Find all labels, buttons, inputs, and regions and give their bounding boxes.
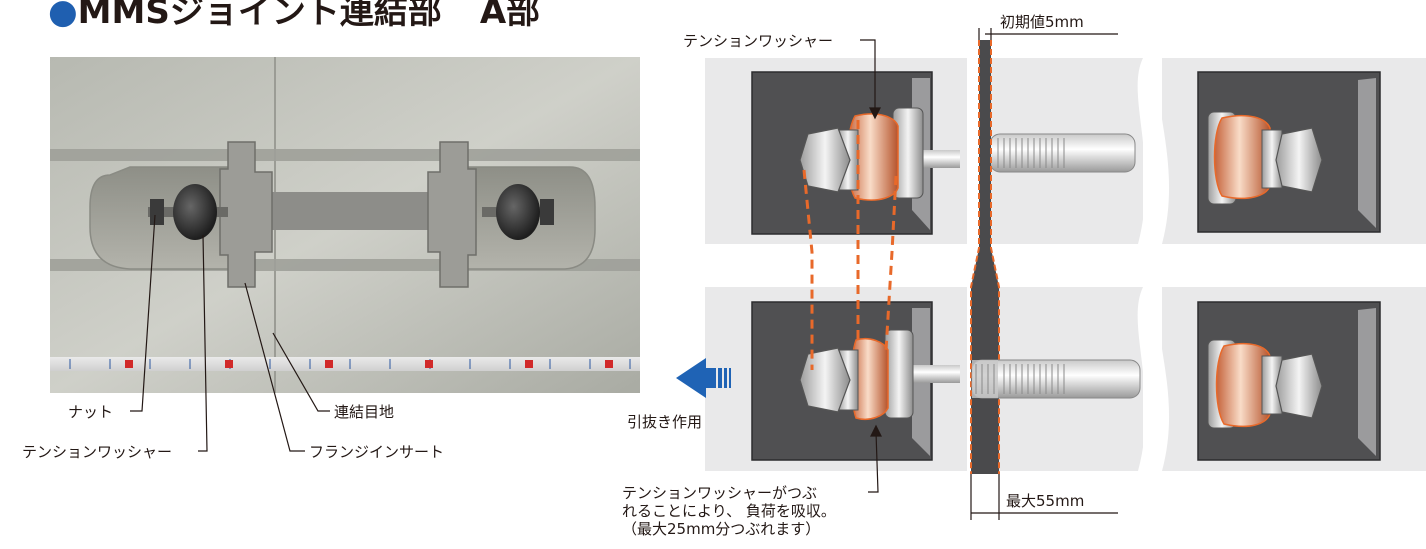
connector-bar	[265, 192, 445, 230]
hexnut-bottom-left	[799, 347, 851, 413]
dashed-line-3	[884, 175, 898, 351]
right-nut	[540, 199, 554, 225]
note-line-3: （最大25mm分つぶれます）	[622, 520, 821, 538]
left-flange	[219, 141, 273, 288]
measuring-tape	[50, 357, 640, 371]
bullet-dot-icon: ●	[48, 0, 78, 32]
left-nut	[150, 199, 164, 225]
label-max-gap: 最大55mm	[1006, 492, 1085, 510]
leader-tension-washer	[198, 234, 208, 452]
label-nut: ナット	[68, 403, 114, 421]
leader-flange-insert	[244, 282, 305, 452]
page-title: ●MMSジョイント連結部 A部	[48, 0, 540, 33]
leader-tension-washer-top	[860, 39, 876, 112]
right-flange	[427, 141, 477, 288]
hexnut-bottom-right	[1275, 353, 1323, 419]
label-pull-out: 引抜き作用	[627, 413, 703, 431]
washer-bottom-right	[1215, 342, 1271, 428]
label-initial-value: 初期値5mm	[1000, 13, 1084, 31]
title-section: A部	[479, 0, 541, 32]
right-washer	[496, 184, 540, 240]
hexnut-top-right	[1275, 127, 1323, 193]
rod-top	[989, 133, 1136, 173]
label-joint: 連結目地	[334, 403, 395, 421]
pull-out-arrow-icon	[676, 358, 731, 398]
washer-top-right	[1213, 114, 1271, 200]
title-text: MMSジョイント連結部	[77, 0, 442, 32]
label-tension-washer: テンションワッシャー	[22, 443, 173, 461]
label-flange-insert: フランジインサート	[309, 443, 445, 461]
leader-note	[868, 431, 879, 493]
leader-joint	[272, 332, 330, 412]
note-line-1: テンションワッシャーがつぶ	[622, 484, 818, 502]
leader-nut	[130, 214, 156, 412]
hexnut-top-left	[799, 127, 851, 193]
dashed-line-1	[802, 169, 814, 370]
joint-photo	[50, 57, 640, 393]
label-tension-washer-top: テンションワッシャー	[683, 32, 834, 50]
left-washer	[173, 184, 217, 240]
label-note: テンションワッシャーがつぶ れることにより、 負荷を吸収。 （最大25mm分つぶ…	[622, 484, 836, 538]
note-line-2: れることにより、 負荷を吸収。	[622, 502, 836, 520]
